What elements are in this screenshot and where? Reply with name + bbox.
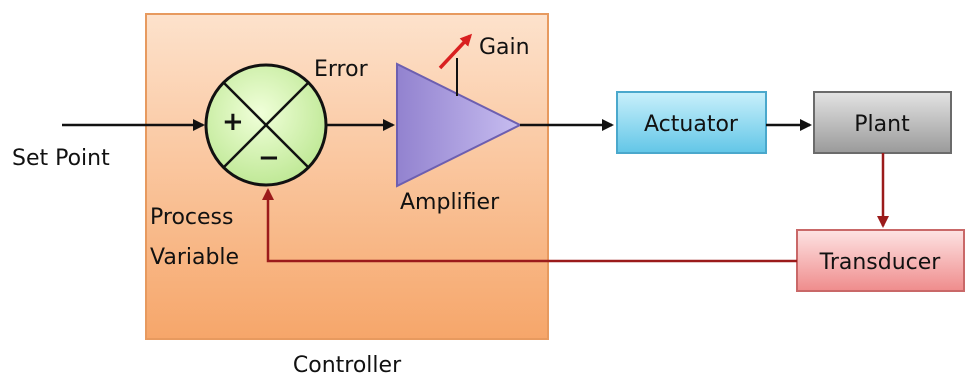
summing-junction	[204, 63, 328, 187]
set-point-label: Set Point	[12, 146, 110, 171]
process-variable-label-line1: Process	[150, 205, 233, 230]
gain-label: Gain	[479, 35, 530, 60]
summing-minus-sign: −	[258, 143, 280, 173]
amplifier-triangle	[396, 62, 523, 188]
amplifier-label: Amplifier	[400, 190, 500, 215]
feedback-path	[262, 188, 797, 263]
process-variable-label-line2: Variable	[150, 245, 239, 270]
plant-box	[813, 91, 952, 154]
error-label: Error	[314, 57, 369, 82]
summing-plus-sign: +	[222, 107, 244, 137]
controller-label: Controller	[293, 353, 402, 378]
gain-arrow-icon	[438, 33, 473, 70]
transducer-label: Transducer	[819, 250, 942, 275]
plant-label: Plant	[854, 112, 910, 137]
actuator-box	[616, 91, 767, 154]
controller-box	[145, 13, 549, 340]
actuator-label: Actuator	[644, 112, 739, 137]
